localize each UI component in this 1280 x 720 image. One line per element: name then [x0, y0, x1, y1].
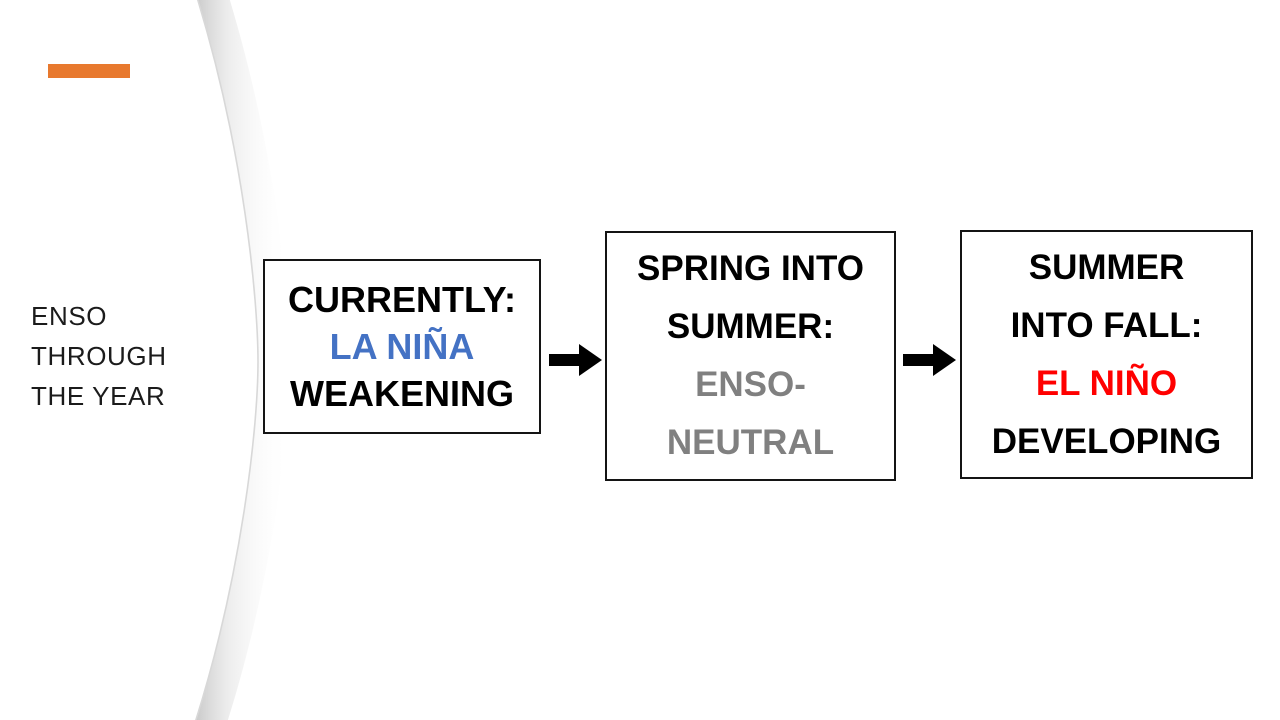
- flow-box-currently: CURRENTLY: LA NIÑA WEAKENING: [263, 259, 541, 434]
- page-title: ENSO THROUGH THE YEAR: [31, 301, 167, 411]
- flow-box-line: EL NIÑO: [1035, 363, 1178, 403]
- flow-box-line: ENSO-: [695, 365, 806, 404]
- flow-box-line: SUMMER:: [666, 307, 835, 346]
- flow-box-line: LA NIÑA: [329, 326, 475, 367]
- arrow-right-icon: [903, 341, 957, 379]
- flow-box-line: CURRENTLY:: [287, 279, 516, 320]
- flow-box-line: SPRING INTO: [637, 249, 864, 288]
- flow-box-spring-into-summer: SPRING INTO SUMMER: ENSO- NEUTRAL: [605, 231, 896, 481]
- flow-box-line: NEUTRAL: [666, 423, 835, 462]
- arrow-right-icon: [549, 341, 603, 379]
- flow-box-line: INTO FALL:: [1010, 305, 1203, 345]
- flow-box-line: SUMMER: [1028, 247, 1185, 287]
- flow-box-summer-into-fall: SUMMER INTO FALL: EL NIÑO DEVELOPING: [960, 230, 1253, 479]
- flow-box-line: WEAKENING: [290, 373, 514, 414]
- accent-bar: [48, 64, 130, 78]
- flow-box-line: DEVELOPING: [991, 421, 1222, 461]
